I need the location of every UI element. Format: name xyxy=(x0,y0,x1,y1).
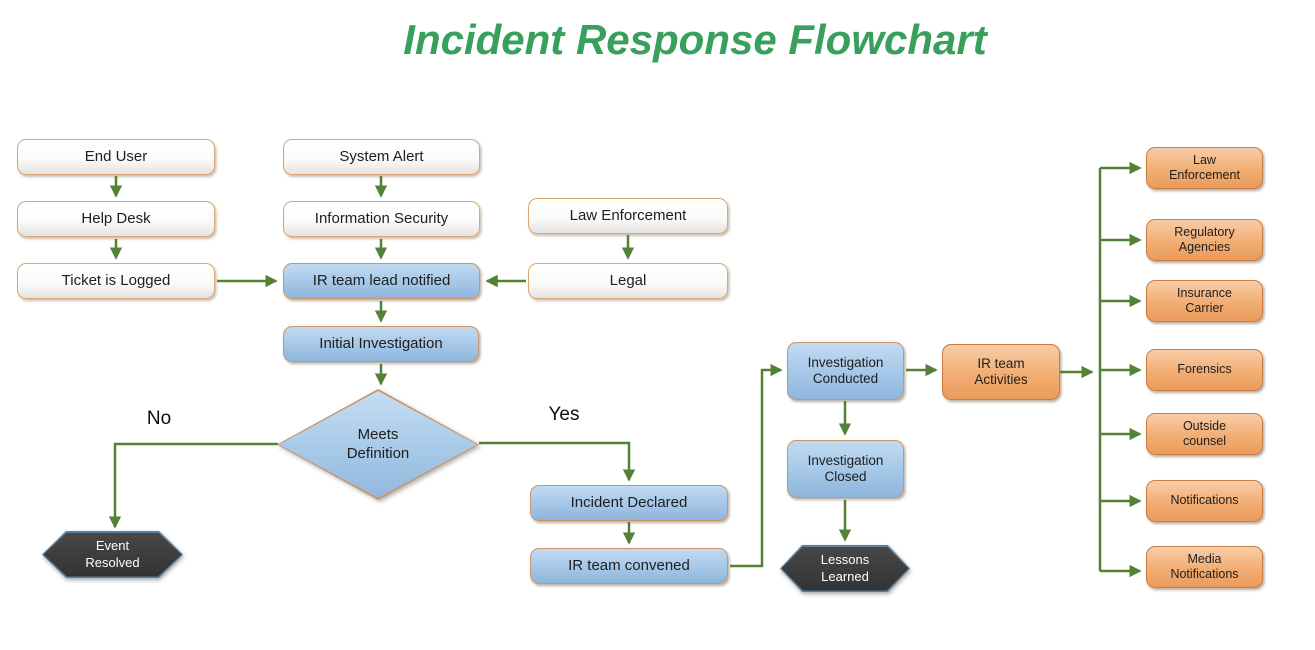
node-investigation-conducted: Investigation Conducted xyxy=(787,342,904,400)
edge-decision-no-to-event-resolved xyxy=(108,442,278,529)
node-contact-media-notifications: Media Notifications xyxy=(1146,546,1263,588)
node-label: Incident Declared xyxy=(570,493,688,511)
node-label: Law Enforcement xyxy=(1169,152,1240,182)
node-event-resolved: Event Resolved xyxy=(42,531,183,578)
node-ir-team-convened: IR team convened xyxy=(530,548,728,584)
edge-ir-convened-to-investigation-conducted xyxy=(730,363,783,568)
node-label: End User xyxy=(84,147,148,165)
node-help-desk: Help Desk xyxy=(17,201,215,237)
node-label: IR team Activities xyxy=(974,355,1028,387)
node-contact-insurance-carrier: Insurance Carrier xyxy=(1146,280,1263,322)
node-contact-regulatory-agencies: Regulatory Agencies xyxy=(1146,219,1263,261)
node-label: IR team lead notified xyxy=(312,271,451,289)
node-label: Meets Definition xyxy=(346,425,410,462)
node-law-enforcement-source: Law Enforcement xyxy=(528,198,728,234)
node-label: Lessons Learned xyxy=(820,552,870,584)
node-contact-law-enforcement: Law Enforcement xyxy=(1146,147,1263,189)
node-legal: Legal xyxy=(528,263,728,299)
node-label: Media Notifications xyxy=(1170,551,1239,581)
node-system-alert: System Alert xyxy=(283,139,480,175)
node-label: Ticket is Logged xyxy=(61,271,171,289)
node-label: Forensics xyxy=(1177,362,1232,377)
node-label: Initial Investigation xyxy=(319,334,443,352)
node-label: Outside counsel xyxy=(1182,418,1227,448)
node-lessons-learned: Lessons Learned xyxy=(780,545,910,592)
node-label: Information Security xyxy=(314,209,449,227)
node-label: Law Enforcement xyxy=(569,206,687,224)
node-meets-definition-decision: Meets Definition xyxy=(277,389,479,500)
node-label: System Alert xyxy=(339,147,424,165)
edge-decision-yes-to-incident-declared xyxy=(479,441,636,482)
node-label: Investigation Conducted xyxy=(807,354,884,386)
decision-no-label: No xyxy=(146,408,172,429)
node-label: Investigation Closed xyxy=(807,452,884,484)
node-end-user: End User xyxy=(17,139,215,175)
node-label: Event Resolved xyxy=(85,538,140,570)
node-label: Help Desk xyxy=(81,209,151,227)
hexagon-fill xyxy=(781,546,909,591)
node-contact-forensics: Forensics xyxy=(1146,349,1263,391)
node-contact-notifications: Notifications xyxy=(1146,480,1263,522)
node-ir-team-lead-notified: IR team lead notified xyxy=(283,263,480,299)
node-information-security: Information Security xyxy=(283,201,480,237)
page-title: Incident Response Flowchart xyxy=(403,16,987,63)
node-contact-outside-counsel: Outside counsel xyxy=(1146,413,1263,455)
node-label: Notifications xyxy=(1170,493,1239,508)
node-label: Legal xyxy=(609,271,647,289)
decision-yes-label: Yes xyxy=(548,404,580,425)
node-ticket-logged: Ticket is Logged xyxy=(17,263,215,299)
node-label: Regulatory Agencies xyxy=(1174,224,1235,254)
node-label: Insurance Carrier xyxy=(1177,285,1232,315)
node-incident-declared: Incident Declared xyxy=(530,485,728,521)
hexagon-fill xyxy=(43,532,182,577)
node-label: IR team convened xyxy=(568,556,690,574)
node-ir-team-activities: IR team Activities xyxy=(942,344,1060,400)
node-initial-investigation: Initial Investigation xyxy=(283,326,479,362)
node-investigation-closed: Investigation Closed xyxy=(787,440,904,498)
